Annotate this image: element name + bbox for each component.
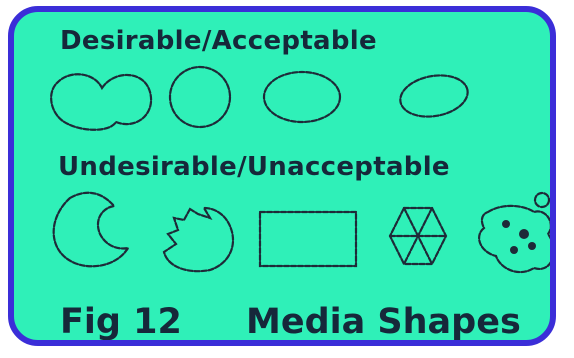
hexagon-spoke-shape (390, 208, 446, 264)
rectangle-shape (260, 212, 356, 266)
blob-spots (502, 220, 536, 254)
figure-panel: Desirable/Acceptable Undesirable/Unaccep… (8, 6, 556, 346)
shapes-diagram (14, 12, 550, 340)
circle-shape (170, 67, 230, 127)
peanut-shape (51, 74, 151, 129)
irregular-blob-shape (479, 193, 550, 272)
jagged-round-shape (164, 208, 233, 271)
crescent-shape (54, 193, 128, 267)
figure-title: Media Shapes (246, 302, 521, 342)
figure-number: Fig 12 (60, 302, 182, 342)
ellipse-shape (264, 72, 340, 122)
tilted-ellipse-shape (397, 70, 471, 121)
